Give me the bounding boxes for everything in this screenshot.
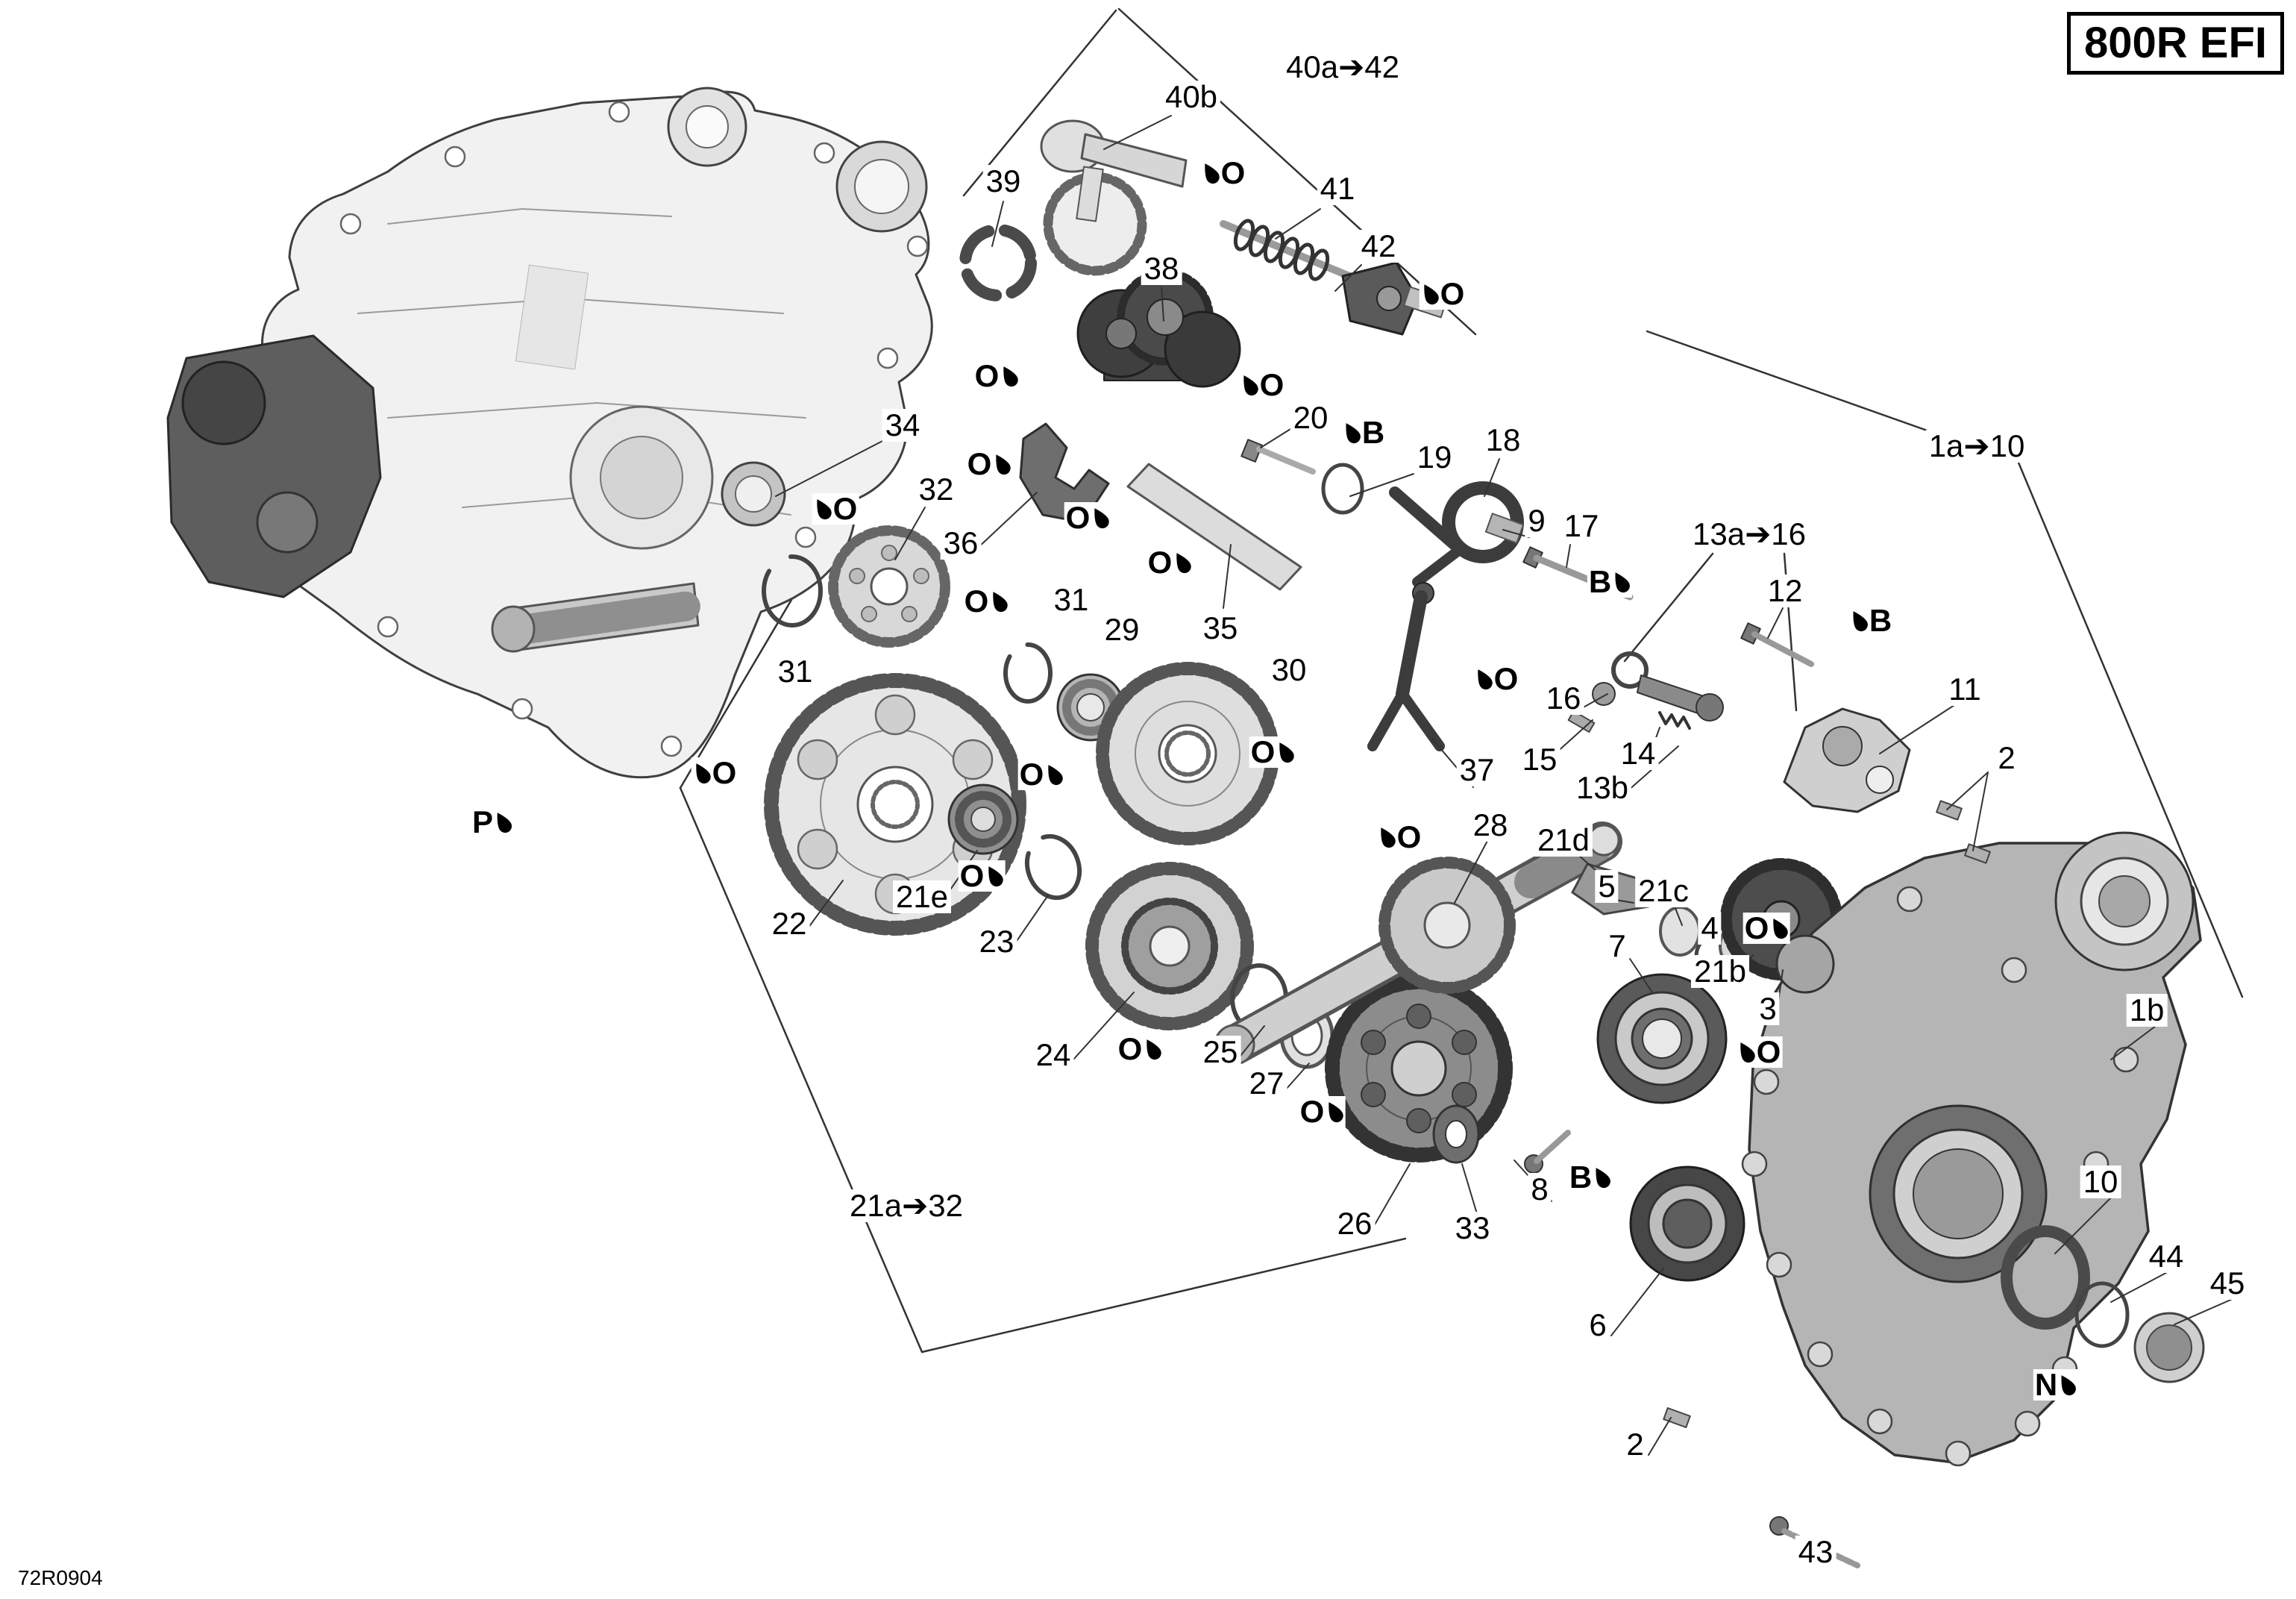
- cover-right: [1663, 707, 2205, 1568]
- shift-group: [959, 119, 1814, 751]
- gear-cluster: [721, 461, 1571, 1174]
- output-shaft: [491, 582, 704, 653]
- boundary-lines: [679, 7, 2244, 1354]
- document-code: 72R0904: [18, 1566, 103, 1589]
- model-badge: 800R EFI: [2067, 12, 2284, 75]
- crankcase-left: [166, 87, 933, 779]
- crankcase-body: [212, 90, 933, 779]
